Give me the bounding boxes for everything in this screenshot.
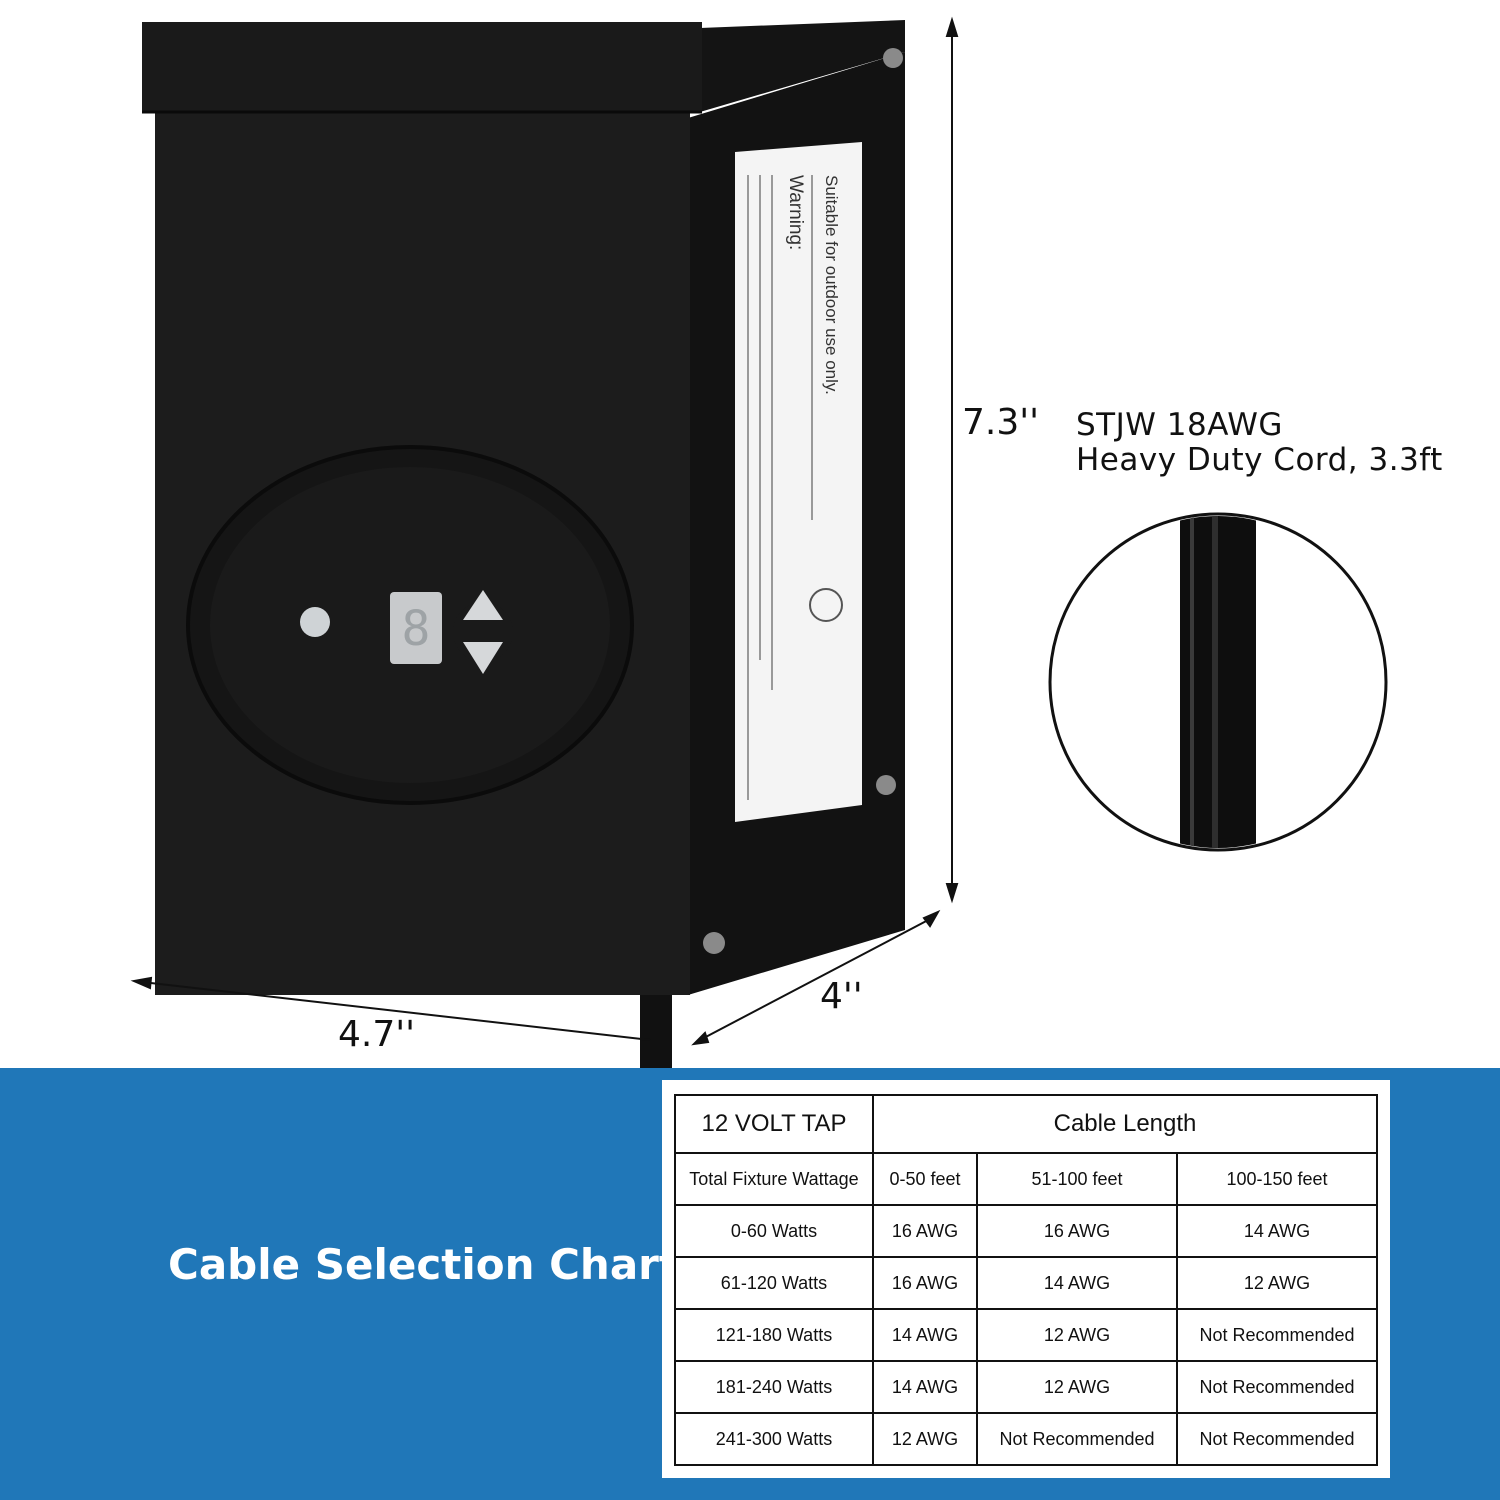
table-column-row: Total Fixture Wattage 0-50 feet 51-100 f… [674, 1152, 1378, 1206]
table-cell: 12 AWG [976, 1360, 1178, 1414]
table-cell: 14 AWG [872, 1360, 978, 1414]
table-row: 0-60 Watts 16 AWG 16 AWG 14 AWG [674, 1204, 1378, 1258]
table-cell: 16 AWG [872, 1204, 978, 1258]
table-cell: 12 AWG [1176, 1256, 1378, 1310]
tap-header: 12 VOLT TAP [674, 1094, 874, 1154]
table-cell: Not Recommended [1176, 1412, 1378, 1466]
column-header: 0-50 feet [872, 1152, 978, 1206]
table-cell: 0-60 Watts [674, 1204, 874, 1258]
warning-label: Suitable for outdoor use only. Warning: [735, 142, 862, 822]
section-title: Cable Selection Chart [168, 1240, 679, 1289]
transformer-drawing: Suitable for outdoor use only. Warning: … [130, 16, 1388, 1075]
table-cell: 121-180 Watts [674, 1308, 874, 1362]
svg-text:8: 8 [402, 601, 431, 657]
cable-selection-table: 12 VOLT TAP Cable Length Total Fixture W… [674, 1094, 1378, 1466]
table-cell: 16 AWG [976, 1204, 1178, 1258]
table-cell: 16 AWG [872, 1256, 978, 1310]
label-warning: Warning: [785, 175, 806, 250]
table-row: 121-180 Watts 14 AWG 12 AWG Not Recommen… [674, 1308, 1378, 1362]
product-illustration: Suitable for outdoor use only. Warning: … [130, 16, 1443, 1075]
table-row: 241-300 Watts 12 AWG Not Recommended Not… [674, 1412, 1378, 1466]
column-header: 51-100 feet [976, 1152, 1178, 1206]
table-cell: 14 AWG [872, 1308, 978, 1362]
table-cell: 181-240 Watts [674, 1360, 874, 1414]
depth-dimension: 4'' [820, 976, 863, 1017]
height-dimension: 7.3'' [962, 402, 1040, 443]
table-row: 61-120 Watts 16 AWG 14 AWG 12 AWG [674, 1256, 1378, 1310]
cord-spec-line1: STJW 18AWG [1076, 407, 1283, 443]
cord-spec: STJW 18AWG Heavy Duty Cord, 3.3ft [1076, 408, 1443, 478]
table-cell: Not Recommended [976, 1412, 1178, 1466]
cord-magnifier [1048, 512, 1388, 852]
label-heading: Suitable for outdoor use only. [822, 175, 841, 395]
cable-table-card: 12 VOLT TAP Cable Length Total Fixture W… [662, 1080, 1390, 1478]
table-row: 181-240 Watts 14 AWG 12 AWG Not Recommen… [674, 1360, 1378, 1414]
column-header: Total Fixture Wattage [674, 1152, 874, 1206]
table-cell: 14 AWG [976, 1256, 1178, 1310]
table-cell: 14 AWG [1176, 1204, 1378, 1258]
cable-length-header: Cable Length [872, 1094, 1378, 1154]
table-cell: 61-120 Watts [674, 1256, 874, 1310]
table-cell: 12 AWG [976, 1308, 1178, 1362]
table-cell: Not Recommended [1176, 1308, 1378, 1362]
width-dimension: 4.7'' [338, 1014, 416, 1055]
table-header-row: 12 VOLT TAP Cable Length [674, 1094, 1378, 1154]
table-cell: 241-300 Watts [674, 1412, 874, 1466]
table-cell: Not Recommended [1176, 1360, 1378, 1414]
column-header: 100-150 feet [1176, 1152, 1378, 1206]
cord-spec-line2: Heavy Duty Cord, 3.3ft [1076, 442, 1443, 478]
table-cell: 12 AWG [872, 1412, 978, 1466]
